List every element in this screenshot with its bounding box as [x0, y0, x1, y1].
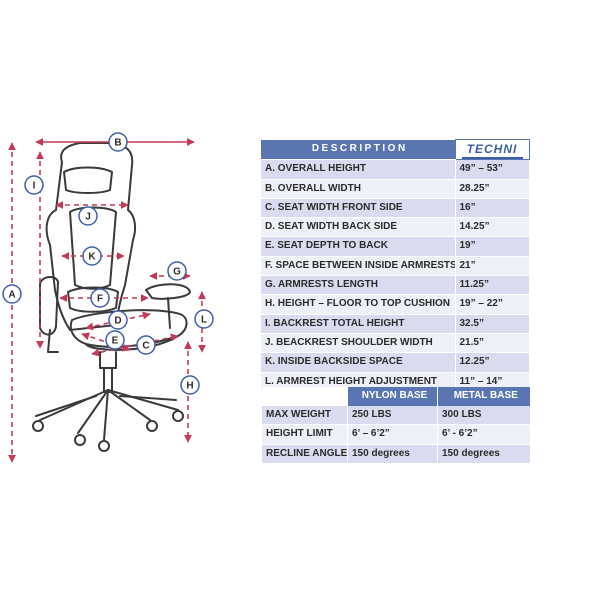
dim-line-d [85, 311, 151, 331]
marker-g: G [167, 261, 187, 281]
spec-label: F. SPACE BETWEEN INSIDE ARMRESTS [261, 256, 455, 277]
marker-e: E [105, 330, 125, 350]
base-metal-value: 150 degrees [437, 444, 530, 464]
svg-text:D: D [114, 316, 121, 327]
spec-label: L. ARMREST HEIGHT ADJUSTMENT [261, 372, 455, 392]
spec-value: 12.25” [454, 352, 529, 373]
dimension-markers: B I J K G A F L D E C H [2, 132, 214, 395]
marker-k: K [82, 246, 102, 266]
svg-text:L: L [201, 315, 207, 326]
spec-label: E. SEAT DEPTH TO BACK [261, 236, 455, 257]
spec-value: 19” [454, 236, 529, 257]
marker-h: H [180, 375, 200, 395]
spec-label: J. BEACKREST SHOULDER WIDTH [261, 333, 455, 354]
marker-j: J [78, 206, 98, 226]
spec-label: B. OVERALL WIDTH [261, 179, 455, 199]
marker-c: C [136, 335, 156, 355]
base-metal-value: 300 LBS [437, 405, 530, 425]
spec-value: 14.25” [454, 217, 529, 238]
dim-line-c [91, 333, 179, 357]
spec-table-header: DESCRIPTION [261, 139, 455, 161]
spec-value: 49” – 53” [454, 159, 529, 180]
spec-label: A. OVERALL HEIGHT [261, 159, 455, 180]
spec-table-header-row: DESCRIPTION TECHNI [261, 138, 530, 161]
chair-outline [32, 142, 191, 452]
base-nylon-value: 6’ – 6’2” [347, 424, 438, 445]
svg-text:C: C [142, 341, 149, 352]
marker-a: A [2, 284, 22, 304]
base-nylon-value: 150 degrees [347, 444, 438, 464]
base-row-label: MAX WEIGHT [261, 405, 348, 425]
svg-text:K: K [88, 252, 96, 263]
spec-value: 16” [454, 198, 529, 219]
spec-value: 21.5” [454, 333, 529, 354]
base-row-label: RECLINE ANGLE [261, 444, 348, 464]
spec-value: 21” [454, 256, 529, 277]
marker-d: D [108, 310, 128, 330]
marker-f: F [90, 288, 110, 308]
base-row-label: HEIGHT LIMIT [261, 424, 348, 445]
spec-value: 11.25” [454, 275, 529, 296]
base-col-nylon: NYLON BASE [347, 387, 438, 406]
spec-value: 32.5” [454, 314, 529, 334]
svg-text:H: H [186, 381, 193, 392]
base-metal-value: 6’ - 6’2” [437, 424, 530, 445]
marker-b: B [108, 132, 128, 152]
spec-label: D. SEAT WIDTH BACK SIDE [261, 217, 455, 238]
base-table-corner [261, 387, 348, 406]
svg-text:G: G [173, 267, 181, 278]
marker-l: L [194, 309, 214, 329]
chair-diagram: B I J K G A F L D E C H [2, 132, 214, 463]
spec-label: G. ARMRESTS LENGTH [261, 275, 455, 296]
svg-text:B: B [114, 138, 121, 149]
svg-text:E: E [112, 336, 119, 347]
spec-value: 28.25” [454, 179, 529, 199]
base-nylon-value: 250 LBS [347, 405, 438, 425]
svg-text:A: A [8, 290, 15, 301]
spec-label: I. BACKREST TOTAL HEIGHT [261, 314, 455, 334]
base-col-metal: METAL BASE [437, 387, 530, 406]
brand-logo: TECHNI [454, 138, 530, 161]
svg-text:I: I [33, 181, 36, 192]
marker-i: I [24, 175, 44, 195]
spec-value: 19” – 22” [454, 294, 529, 315]
spec-label: K. INSIDE BACKSIDE SPACE [261, 352, 455, 373]
svg-text:J: J [85, 212, 91, 223]
svg-text:F: F [97, 294, 103, 305]
spec-label: C. SEAT WIDTH FRONT SIDE [261, 198, 455, 219]
spec-label: H. HEIGHT – FLOOR TO TOP CUSHION [261, 294, 455, 315]
base-table-header-row: NYLON BASE METAL BASE [261, 387, 530, 406]
